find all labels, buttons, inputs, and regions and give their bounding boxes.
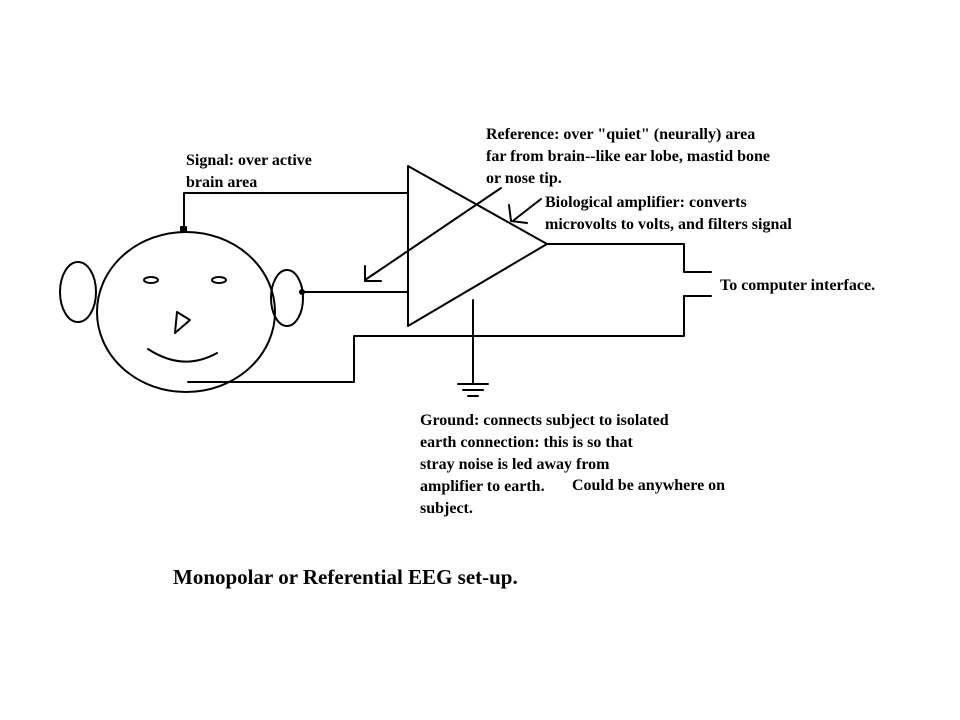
right-eye [211,276,227,284]
signal-label-line-1: Signal: over active [186,152,312,169]
left-ear [59,261,97,323]
left-eye [143,276,159,284]
ground-extra-line-2: subject. [420,500,473,517]
reference-label-line-3: or nose tip. [486,170,562,187]
amplifier-triangle [407,165,548,327]
reference-pointer [364,187,502,281]
ground-wire-subject [187,295,685,383]
amplifier-pointer [513,198,542,221]
reference-label: Reference: over "quiet" (neurally) area … [486,124,770,190]
ground-label: Ground: connects subject to isolated ear… [420,410,669,520]
ground-label-line-1: Ground: connects subject to isolated [420,412,669,429]
computer-label: To computer interface. [720,277,876,294]
signal-electrode [180,226,187,233]
signal-wire [183,192,409,231]
reference-label-line-2: far from brain--like ear lobe, mastid bo… [486,148,770,165]
signal-label-line-2: brain area [186,174,258,191]
mouth [147,348,218,363]
reference-pointer-head [364,265,382,282]
amplifier-label-line-1: Biological amplifier: converts [545,194,747,211]
ground-symbol [457,383,489,397]
head-outline [96,231,276,393]
right-ear [270,269,304,327]
ground-extra-label: Could be anywhere on [572,477,726,494]
amplifier-pointer-head [508,204,528,224]
diagram-title: Monopolar or Referential EEG set-up. [173,565,518,589]
nose [174,311,191,334]
amplifier-label: Biological amplifier: converts microvolt… [545,192,792,236]
ground-label-line-3: stray noise is led away from [420,456,610,473]
amplifier-label-line-2: microvolts to volts, and filters signal [545,216,792,233]
output-wire [546,243,712,273]
reference-label-line-1: Reference: over "quiet" (neurally) area [486,126,756,143]
subject-head [59,231,304,393]
ground-label-line-2: earth connection: this is so that [420,434,633,451]
signal-label: Signal: over active brain area [186,150,312,194]
ground-label-line-4: amplifier to earth. [420,478,545,495]
reference-electrode [299,289,305,295]
